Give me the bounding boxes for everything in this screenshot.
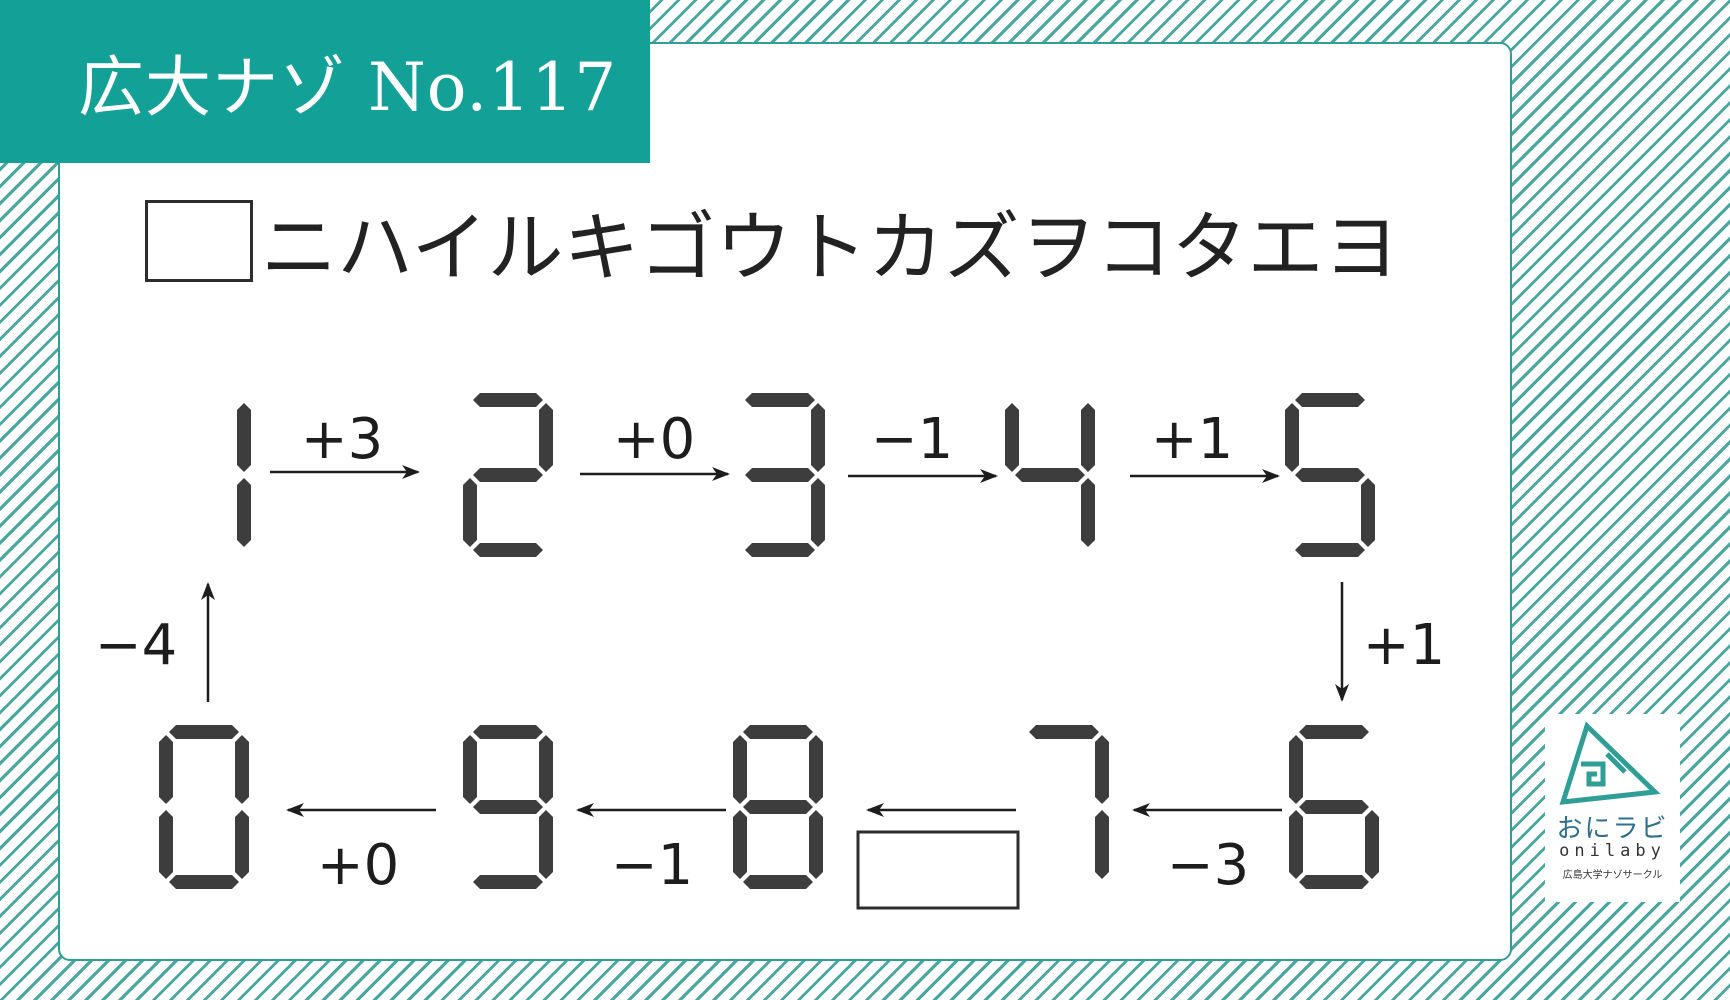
digit-segment-a [745, 393, 815, 407]
logo-subtitle: 広島大学ナゾサークル [1562, 870, 1663, 881]
seven-segment-digit-1 [237, 403, 251, 547]
seven-segment-digit-5 [1285, 393, 1375, 557]
digit-segment-c [809, 810, 823, 879]
onilaby-logo: おにラビ onilaby 広島大学ナゾサークル [1545, 714, 1680, 902]
digit-segment-a [1295, 393, 1365, 407]
digit-segment-g [1015, 468, 1085, 482]
digit-segment-c [1081, 478, 1095, 547]
op-label-5-6: +1 [1363, 613, 1446, 678]
logo-triangle-icon [1559, 721, 1661, 805]
seven-segment-digit-6 [1289, 725, 1379, 889]
digit-segment-g [743, 800, 813, 814]
digit-segment-a [473, 725, 543, 739]
digit-segment-f [1285, 403, 1299, 472]
digit-segment-d [1295, 543, 1365, 557]
digit-segment-g [473, 468, 543, 482]
op-label-9-0: +0 [317, 833, 400, 898]
digit-segment-b [809, 735, 823, 804]
digit-segment-g [745, 468, 815, 482]
digit-segment-b [539, 735, 553, 804]
digit-segment-c [811, 478, 825, 547]
digit-segment-e [733, 810, 747, 879]
digit-segment-a [743, 725, 813, 739]
digit-segment-d [1299, 875, 1369, 889]
digit-segment-b [811, 403, 825, 472]
op-label-6-7: −3 [1167, 833, 1250, 898]
op-label-4-5: +1 [1151, 407, 1234, 472]
op-label-1-2: +3 [301, 407, 384, 472]
digit-segment-a [1029, 725, 1099, 739]
digit-segment-f [733, 735, 747, 804]
page-title: 広大ナゾ No.117 [78, 48, 618, 126]
answer-blank-box [145, 200, 253, 282]
logo-name: おにラビ [1556, 814, 1669, 844]
op-label-3-4: −1 [871, 407, 954, 472]
digit-segment-e [159, 810, 173, 879]
digit-segment-d [745, 543, 815, 557]
answer-blank-box-operation [856, 830, 1020, 910]
digit-segment-b [1081, 403, 1095, 472]
digit-segment-d [743, 875, 813, 889]
digit-segment-e [463, 478, 477, 547]
seven-segment-digit-4 [1005, 403, 1095, 547]
logo-romaji: onilaby [1559, 841, 1666, 861]
seven-segment-digit-2 [463, 393, 553, 557]
digit-segment-f [1005, 403, 1019, 472]
digit-segment-f [159, 735, 173, 804]
digit-segment-d [473, 875, 543, 889]
digit-segment-c [539, 810, 553, 879]
seven-segment-digit-7 [1029, 725, 1109, 879]
question-text: ニハイルキゴウトカズヲコタエヨ [261, 203, 1400, 292]
op-label-0-1: −4 [95, 613, 178, 678]
digit-segment-a [473, 393, 543, 407]
digit-segment-c [235, 810, 249, 879]
digit-segment-a [1299, 725, 1369, 739]
op-label-2-3: +0 [613, 407, 696, 472]
digit-segment-g [1299, 800, 1369, 814]
digit-segment-a [169, 725, 239, 739]
digit-segment-c [237, 478, 251, 547]
seven-segment-digit-3 [745, 393, 825, 557]
digit-segment-d [473, 543, 543, 557]
digit-segment-f [463, 735, 477, 804]
seven-segment-digit-0 [159, 725, 249, 889]
digit-segment-b [235, 735, 249, 804]
digit-segment-g [1295, 468, 1365, 482]
digit-segment-c [1361, 478, 1375, 547]
title-banner: 広大ナゾ No.117 [0, 0, 650, 163]
digit-segment-g [473, 800, 543, 814]
digit-segment-d [169, 875, 239, 889]
seven-segment-digit-8 [733, 725, 823, 889]
op-label-8-9: −1 [611, 833, 694, 898]
question-line: ニハイルキゴウトカズヲコタエヨ [145, 196, 1399, 292]
digit-segment-f [1289, 735, 1303, 804]
digit-segment-b [237, 403, 251, 472]
digit-segment-e [1289, 810, 1303, 879]
seven-segment-digit-9 [463, 725, 553, 889]
digit-segment-c [1365, 810, 1379, 879]
digit-segment-b [1095, 735, 1109, 804]
digit-segment-c [1095, 810, 1109, 879]
digit-segment-b [539, 403, 553, 472]
